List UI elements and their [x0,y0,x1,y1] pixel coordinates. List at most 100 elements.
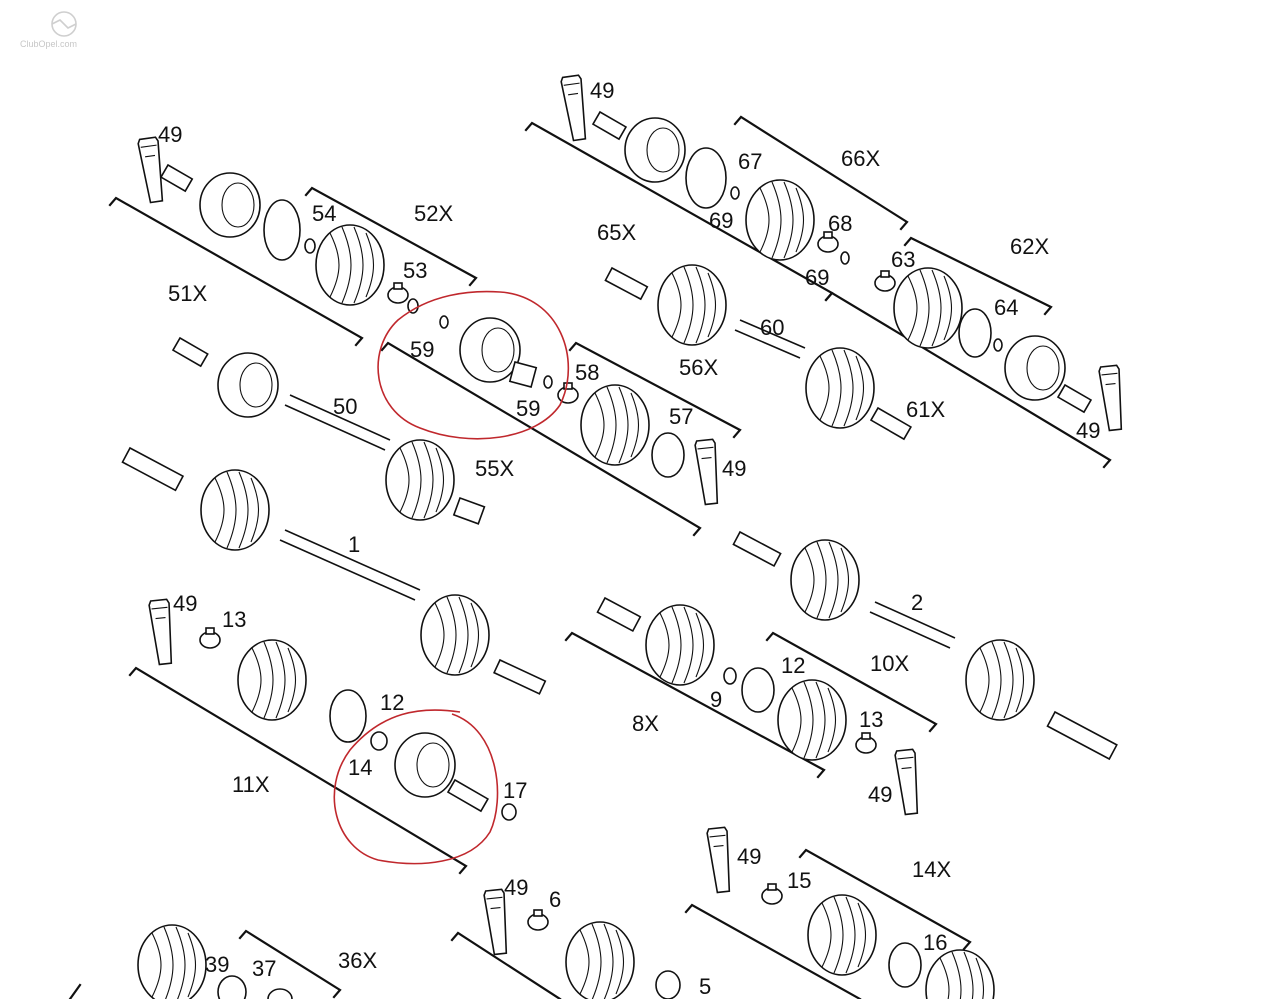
clamp-15 [761,883,783,905]
assembly-62x [874,267,1127,432]
inner-boot [385,439,455,521]
circlip [267,988,293,999]
assembly-8x [596,596,923,816]
clamp-63 [874,270,896,292]
clamp-53 [387,282,409,304]
boot-11x [237,639,307,721]
label-54: 54 [312,201,336,226]
shaft-bar [869,611,951,649]
label-66x: 66X [841,146,880,171]
label-49: 49 [173,591,197,616]
highlight-circle-upper [377,290,570,440]
boot-66x [745,179,815,261]
inner-boot [420,594,490,676]
circlip-9 [723,667,737,685]
label-52x: 52X [414,201,453,226]
shaft-2 [732,530,1118,761]
shaft-bar-edge [284,529,421,591]
inner-boot [805,347,875,429]
label-56x: 56X [679,355,718,380]
circlip-59 [439,315,449,329]
bracket-lower-left [684,903,862,999]
label-8x: 8X [632,711,659,736]
joint-partial [925,949,995,999]
bracket-36x [238,929,342,999]
clamp-5 [655,970,681,999]
highlight-circle-lower [333,709,499,865]
label-49: 49 [868,782,892,807]
label-49: 49 [722,456,746,481]
label-14: 14 [348,755,372,780]
tripod-end [732,530,782,568]
label-50: 50 [333,394,357,419]
label-9: 9 [710,687,722,712]
label-37: 37 [252,956,276,981]
joint [217,352,279,418]
label-67: 67 [738,149,762,174]
boot-8x [645,604,715,686]
bracket-bottom-left [68,983,82,999]
tripod-stub [446,778,490,813]
opel-logo-icon [51,11,77,37]
circlip-69b [840,251,850,265]
bracket-51x [108,196,364,347]
label-13: 13 [222,607,246,632]
clamp-58 [557,382,579,404]
bracket-62x [903,236,1053,316]
bracket-56x [568,341,742,439]
label-17: 17 [503,778,527,803]
spline-end [604,266,649,301]
clamp-13 [199,627,221,649]
tube-part-49 [705,826,735,894]
tripod-end [493,658,547,695]
label-62x: 62X [1010,234,1049,259]
spline-stub [159,163,194,193]
label-2: 2 [911,590,923,615]
label-49: 49 [504,875,528,900]
tripod-joint [459,317,521,383]
label-60: 60 [760,315,784,340]
label-39: 39 [205,952,229,977]
label-6: 6 [549,887,561,912]
bracket-11x [128,666,468,875]
spline-end [1046,710,1118,761]
assembly-11x [147,598,517,821]
label-49: 49 [158,122,182,147]
clamp-ring-54 [263,199,301,261]
bracket-55x [380,341,702,537]
boot-10x [777,679,847,761]
outer-joint [624,117,686,183]
bracket-52x [304,186,478,287]
part-labels: 49 52X 54 53 51X 59 59 50 58 56X 57 49 5… [158,78,1100,999]
shaft-1 [121,446,547,695]
label-16: 16 [923,930,947,955]
label-13: 13 [859,707,883,732]
watermark-text: ClubOpel.com [20,39,77,49]
assembly-65x [559,74,850,265]
label-10x: 10X [870,651,909,676]
label-51x: 51X [168,281,207,306]
shaft-bar [734,329,801,359]
label-69: 69 [709,208,733,233]
boot-lower [565,921,635,999]
tube-part-49 [1097,364,1127,432]
outer-boot [200,469,270,551]
clamp-37 [217,975,247,999]
watermark: ClubOpel.com [20,11,77,49]
label-68: 68 [828,211,852,236]
label-12: 12 [380,690,404,715]
tube-part-49 [693,438,723,506]
label-55x: 55X [475,456,514,481]
assembly-55x [439,315,723,506]
tube-part-49 [147,598,177,666]
tripod-joint-14 [394,732,456,798]
assembly-14x [705,826,995,999]
bracket-10x [765,631,938,733]
outer-joint [1004,335,1066,401]
label-11x: 11X [232,772,270,797]
label-63: 63 [891,247,915,272]
label-5: 5 [699,974,711,999]
circlip [993,338,1003,352]
tripod-stub [508,361,538,388]
